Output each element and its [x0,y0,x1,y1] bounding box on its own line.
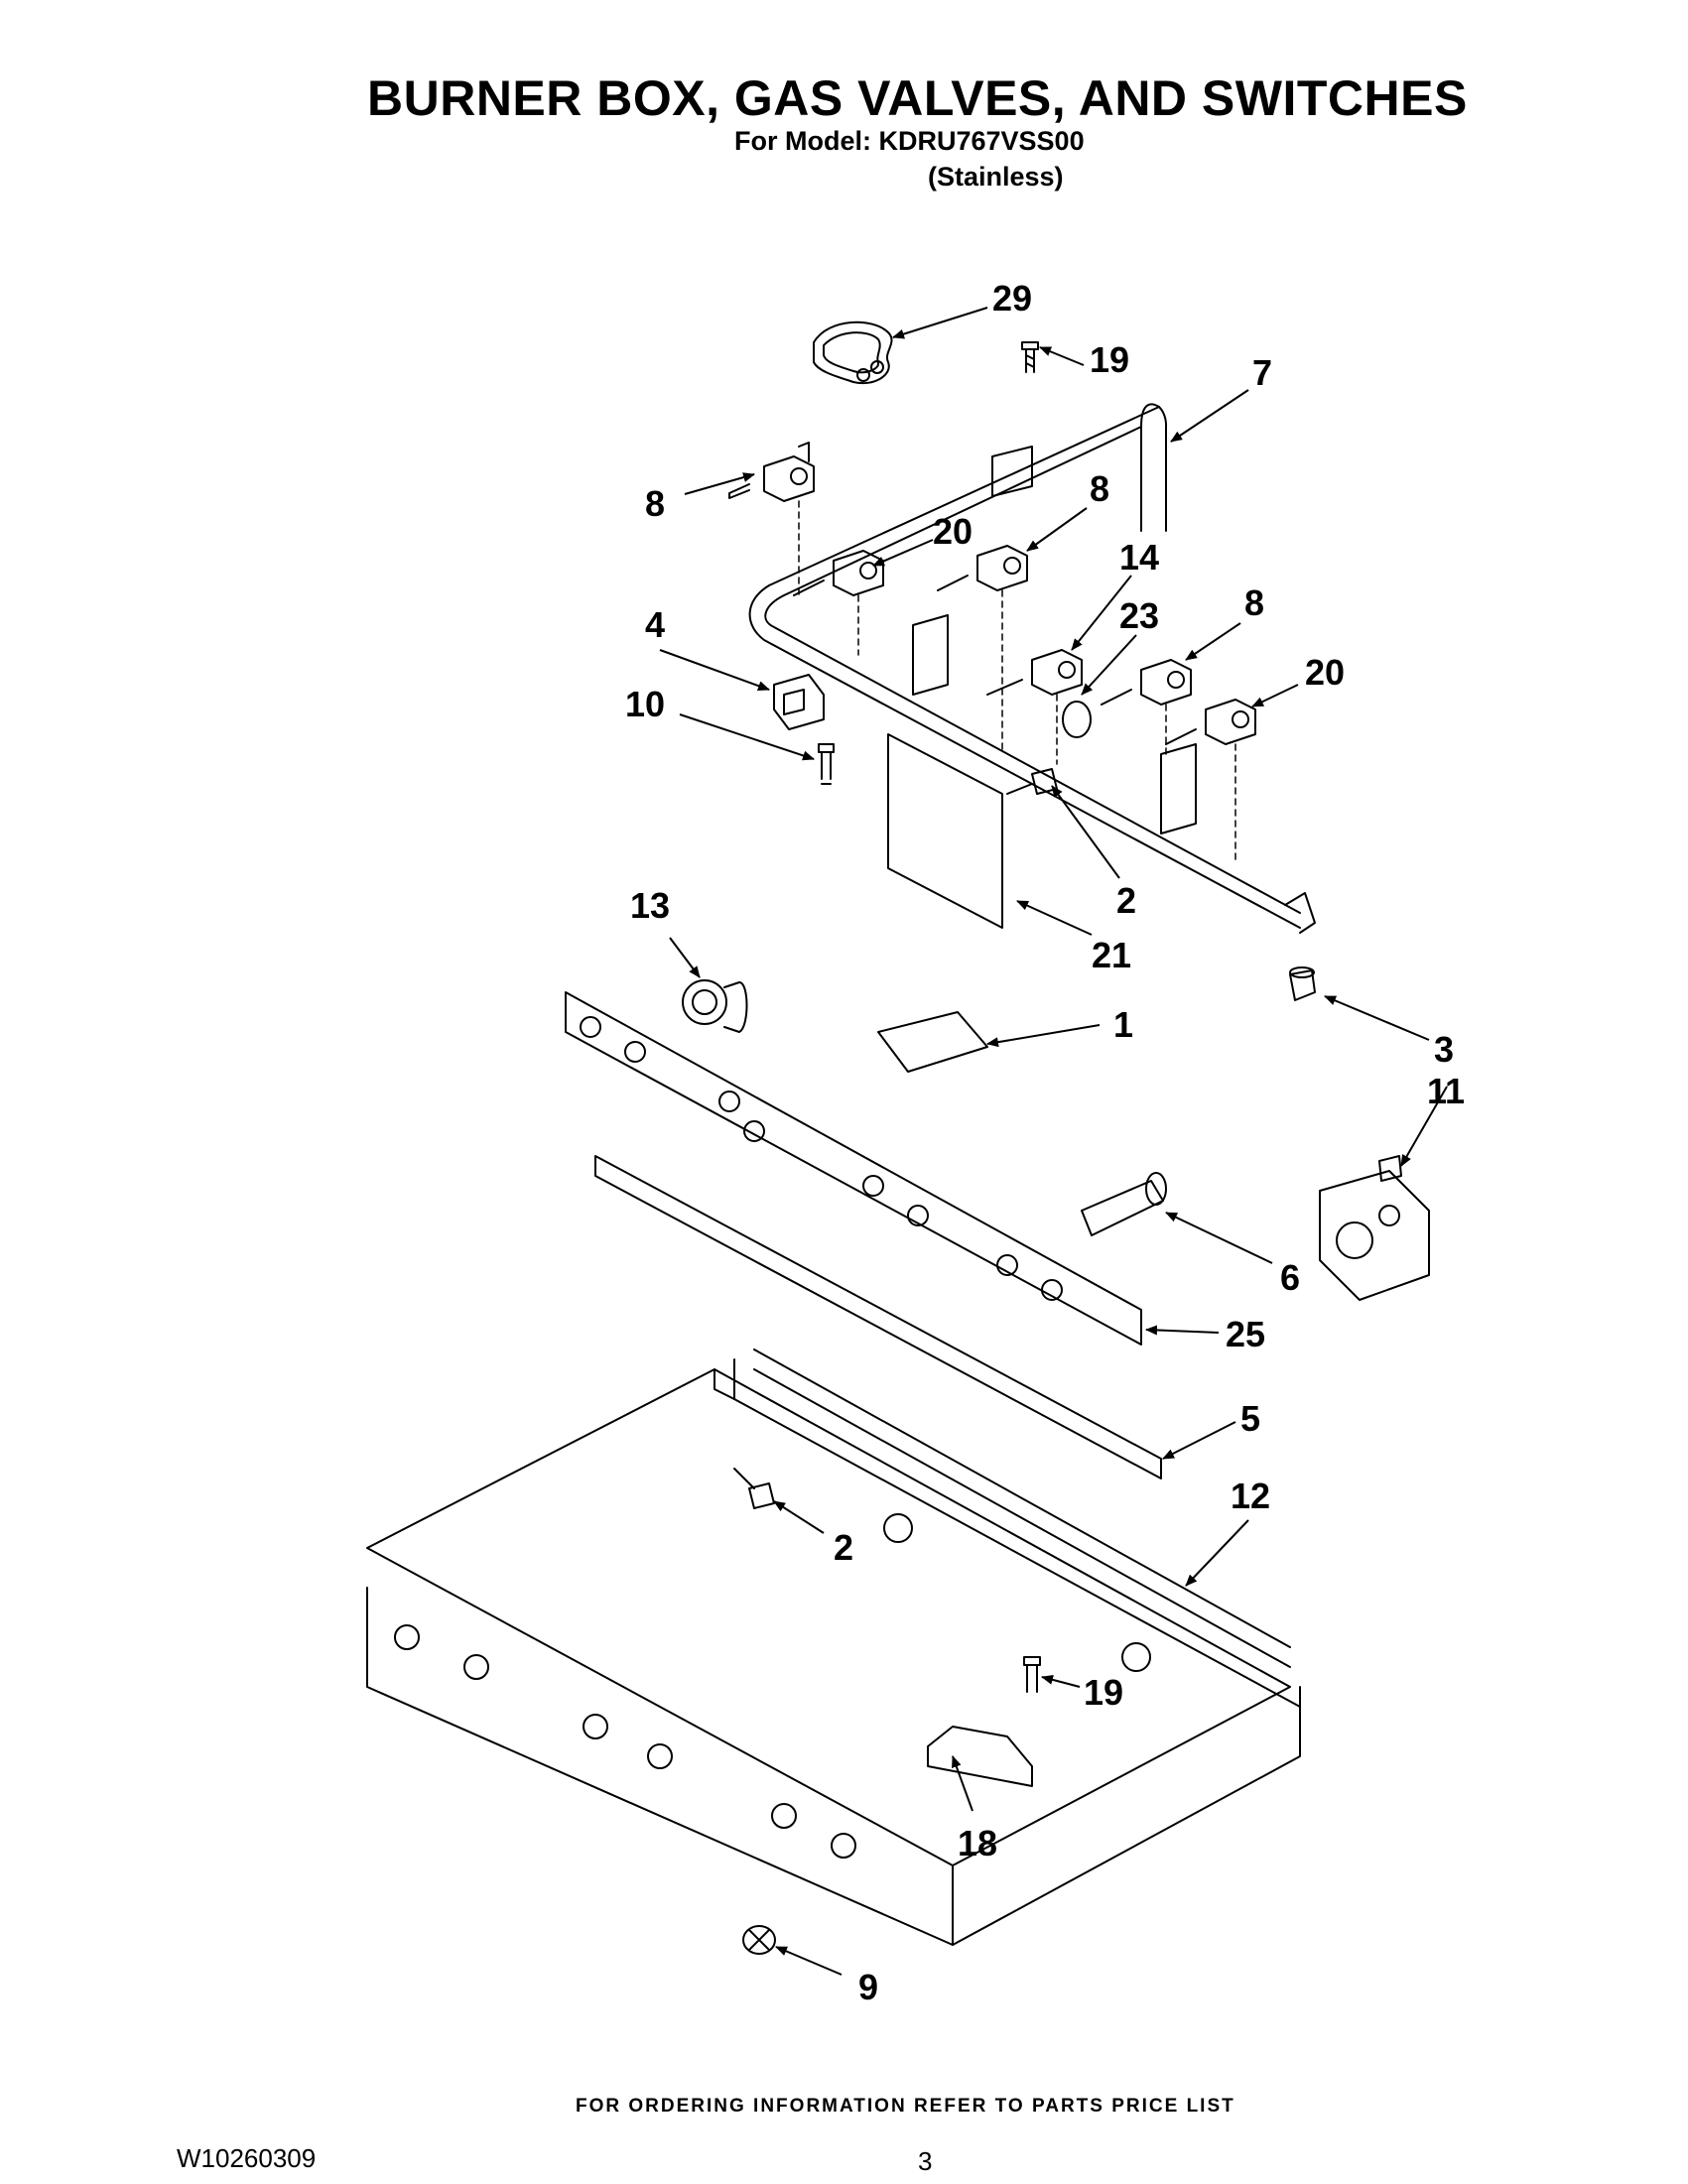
callout-20-right: 20 [1305,652,1345,693]
callout-8-right: 8 [1244,582,1264,623]
part-20-valve-b [1165,699,1256,745]
leader-arrows [659,307,1448,1976]
callout-19-top: 19 [1090,339,1129,380]
part-25-panel-strip [565,991,1142,1346]
model-line: For Model: KDRU767VSS00 [734,126,1085,156]
part-1-plate [877,1011,988,1073]
page-title: BURNER BOX, GAS VALVES, AND SWITCHES [367,70,1468,126]
callout-4: 4 [645,604,665,645]
part-9-grommet [742,1925,776,1955]
callout-25: 25 [1226,1314,1265,1354]
part-2-screw-lower [733,1468,775,1509]
callout-2-upper: 2 [1116,880,1136,921]
part-3-fitting [1289,966,1316,1001]
part-8-valve-b [937,545,1028,591]
part-23-disc [1062,701,1092,738]
part-29-gasket [813,321,893,385]
page-number: 3 [918,2146,933,2176]
callout-21: 21 [1092,935,1131,975]
callout-19-lower: 19 [1084,1672,1123,1713]
part-4-clip-slot [783,689,805,715]
callout-2-lower: 2 [834,1527,853,1568]
part-8-valve-c [1101,659,1192,706]
callout-29: 29 [992,278,1032,319]
part-2-screw-upper [1006,768,1058,795]
callout-13: 13 [630,885,670,926]
callout-7: 7 [1252,352,1272,393]
part-7-manifold-pipe [748,403,1316,934]
part-6-igniter [1081,1172,1167,1236]
callout-8-left: 8 [645,483,665,524]
ordering-note: FOR ORDERING INFORMATION REFER TO PARTS … [576,2096,1235,2117]
callout-5: 5 [1240,1398,1260,1439]
finish-line: (Stainless) [928,162,1064,192]
part-4-clip [773,674,825,730]
part-13-switch [682,979,748,1033]
callout-3: 3 [1434,1029,1454,1070]
callout-8-mid: 8 [1090,468,1109,509]
callout-14: 14 [1119,537,1159,578]
callout-12: 12 [1231,1476,1270,1516]
valve-bracket-a [912,614,949,696]
part-11-regulator [1319,1155,1430,1301]
callout-1: 1 [1113,1004,1133,1045]
callout-11: 11 [1427,1071,1465,1111]
part-21-plate [887,733,1003,929]
callout-10: 10 [625,684,665,724]
part-10-screw [818,743,835,785]
callout-9: 9 [858,1967,878,2007]
callout-20-upper: 20 [933,511,973,552]
top-bracket [991,446,1033,497]
document-number: W10260309 [177,2143,317,2173]
part-12-burner-box [366,1349,1301,1946]
part-18-bracket [927,1726,1033,1787]
alignment-lines [798,500,1236,864]
part-19-screw-top [1021,341,1039,373]
part-5-rail [594,1155,1162,1479]
callout-23: 23 [1119,595,1159,636]
valve-bracket-b [1160,743,1197,835]
part-20-valve-a [793,550,884,596]
callout-18: 18 [958,1823,997,1863]
callout-6: 6 [1280,1257,1300,1298]
part-19-screw-lower [1023,1656,1041,1693]
part-8-valve-left [728,442,815,502]
